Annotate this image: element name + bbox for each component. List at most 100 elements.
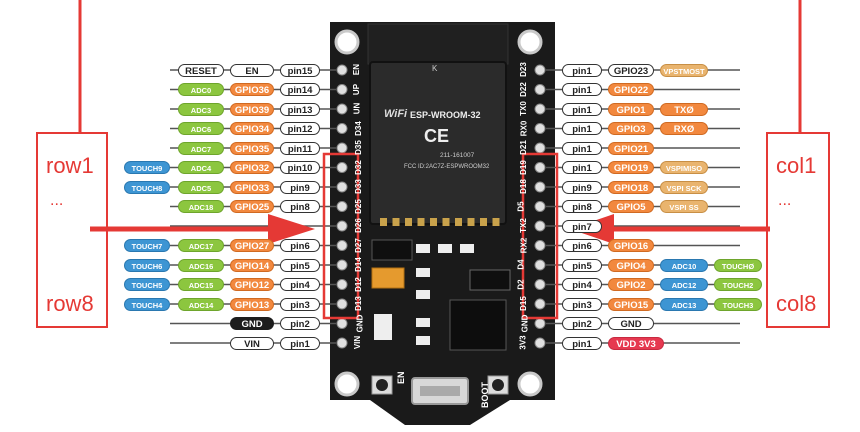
boot-button[interactable]: BOOT	[480, 382, 490, 408]
right-header-pin	[535, 241, 545, 251]
right-header-text: D23	[519, 62, 528, 77]
left-gpio-label: GPIO27	[230, 239, 274, 252]
wifi-logo: WiFi	[384, 108, 407, 120]
right-gpio-label: GPIO1	[608, 103, 654, 116]
right-header-text: TX2	[519, 218, 528, 233]
right-header-pin	[535, 143, 545, 153]
right-pin-number: pin1	[562, 64, 602, 77]
right-pin-number: pin1	[562, 142, 602, 155]
left-gpio-label: GPIO13	[230, 298, 274, 311]
right-pin-number: pin7	[562, 220, 602, 233]
en-button[interactable]: EN	[396, 371, 406, 384]
col-last-label: col8	[776, 291, 816, 317]
right-pin-number: pin1	[562, 337, 602, 350]
right-pin-number: pin3	[562, 298, 602, 311]
left-gpio-label: VIN	[230, 337, 274, 350]
left-pin-number: pin12	[280, 122, 320, 135]
right-gpio-label: GPIO3	[608, 122, 654, 135]
left-gpio-label: EN	[230, 64, 274, 77]
left-header-text: D34	[354, 121, 363, 136]
right-pin-number: pin5	[562, 259, 602, 272]
right-header-pin	[535, 202, 545, 212]
right-header-pin	[535, 85, 545, 95]
right-function-label: ADC13	[660, 298, 708, 311]
left-header-pin	[337, 124, 347, 134]
left-pin-number: pin14	[280, 83, 320, 96]
left-pin-number: pin2	[280, 317, 320, 330]
left-pin-number: pin9	[280, 181, 320, 194]
left-header-pin	[337, 260, 347, 270]
right-pin-number: pin1	[562, 161, 602, 174]
row-ellipsis-label: ...	[50, 192, 63, 210]
right-header-text: D21	[519, 140, 528, 155]
right-header-pin	[535, 338, 545, 348]
left-pin-number: pin1	[280, 337, 320, 350]
left-header-text: D26	[354, 218, 363, 233]
left-header-text: D33	[354, 179, 363, 194]
right-function-label: VPSTMOST	[660, 64, 708, 77]
right-header-pin	[535, 319, 545, 329]
left-header-pin	[337, 202, 347, 212]
left-header-text: D35	[354, 140, 363, 155]
right-gpio-label: GPIO22	[608, 83, 654, 96]
left-header-pin	[337, 65, 347, 75]
right-gpio-label: GPIO21	[608, 142, 654, 155]
left-header-pin	[337, 104, 347, 114]
fcc-id: FCC ID:2AC7Z-ESPWROOM32	[404, 164, 489, 170]
right-pin-number: pin1	[562, 103, 602, 116]
right-header-text: D15	[519, 296, 528, 311]
left-header-text: D27	[354, 238, 363, 253]
left-header-pin	[337, 280, 347, 290]
left-pin-number: pin13	[280, 103, 320, 116]
left-pin-number: pin5	[280, 259, 320, 272]
left-gpio-label: GPIO12	[230, 278, 274, 291]
left-function-label: TOUCH6	[124, 259, 170, 272]
left-header-text: VIN	[353, 336, 362, 349]
right-pin-number: pin8	[562, 200, 602, 213]
left-gpio-label: GPIO34	[230, 122, 274, 135]
right-function-label: ADC10	[660, 259, 708, 272]
right-function-label: VSPI SCK	[660, 181, 708, 194]
right-header-text: RX2	[519, 237, 528, 253]
module-ids: 211-161007	[440, 152, 474, 159]
right-header-text: TX0	[519, 101, 528, 116]
right-gpio-label: GPIO5	[608, 200, 654, 213]
right-pin-number: pin9	[562, 181, 602, 194]
left-function-label: ADC18	[178, 200, 224, 213]
right-header-pin	[535, 299, 545, 309]
left-pin-number: pin15	[280, 64, 320, 77]
left-pin-number: pin10	[280, 161, 320, 174]
left-header-text: GND	[355, 314, 364, 332]
right-header-text: RX0	[519, 120, 528, 136]
left-header-text: D25	[354, 199, 363, 214]
left-pin-number: pin6	[280, 239, 320, 252]
left-gpio-label: GPIO32	[230, 161, 274, 174]
right-function-label: TOUCHØ	[714, 259, 762, 272]
row-last-label: row8	[46, 291, 94, 317]
left-header-text: D13	[354, 296, 363, 311]
left-function-label: ADC0	[178, 83, 224, 96]
left-header-pin	[337, 85, 347, 95]
left-header-pin	[337, 241, 347, 251]
left-function-label: ADC7	[178, 142, 224, 155]
left-function-label: ADC6	[178, 122, 224, 135]
left-header-pin	[337, 338, 347, 348]
right-gpio-label: GPIO15	[608, 298, 654, 311]
right-header-pin	[535, 124, 545, 134]
left-header-text: EN	[352, 64, 361, 75]
module-name: ESP-WROOM-32	[410, 110, 481, 120]
right-pin-number: pin4	[562, 278, 602, 291]
right-header-pin	[535, 280, 545, 290]
left-function-label: TOUCH8	[124, 181, 170, 194]
left-gpio-label: GPIO39	[230, 103, 274, 116]
right-header-text: D4	[517, 259, 526, 269]
right-pin-number: pin1	[562, 122, 602, 135]
right-header-pin	[535, 65, 545, 75]
left-gpio-label: GPIO14	[230, 259, 274, 272]
right-function-label: ADC12	[660, 278, 708, 291]
right-header-text: D5	[517, 201, 526, 211]
left-pin-number: pin11	[280, 142, 320, 155]
col-ellipsis-label: ...	[778, 192, 791, 210]
ce-mark: CE	[424, 126, 449, 147]
